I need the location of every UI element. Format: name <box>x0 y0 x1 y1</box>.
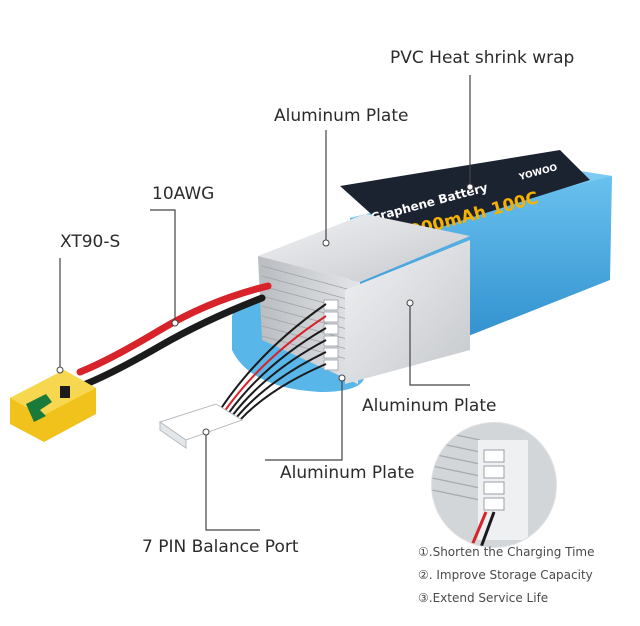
cell-layer-lines <box>261 265 359 363</box>
benefit-item: ①.Shorten the Charging Time <box>418 545 595 559</box>
leader-aluminum-bottom <box>265 378 343 461</box>
leader-aluminum-right <box>409 305 470 386</box>
callout-aluminum-plate-top: Aluminum Plate <box>274 106 409 126</box>
callout-aluminum-plate-right: Aluminum Plate <box>362 396 497 416</box>
leader-balance <box>205 432 260 531</box>
balance-plug <box>158 403 244 449</box>
callout-aluminum-plate-bottom: Aluminum Plate <box>280 463 415 483</box>
aluminum-plate-top <box>258 214 470 282</box>
balance-wires <box>219 303 327 421</box>
xt90-connector <box>10 370 96 442</box>
aluminum-plate-front <box>345 240 470 384</box>
callout-balance-port: 7 PIN Balance Port <box>142 537 299 557</box>
callout-pvc-wrap: PVC Heat shrink wrap <box>390 48 575 68</box>
leader-awg <box>150 209 176 320</box>
balance-tabs <box>323 299 339 371</box>
main-wire-black <box>82 294 266 388</box>
callout-10awg: 10AWG <box>152 184 215 204</box>
main-wire-red <box>76 282 272 376</box>
benefit-item: ③.Extend Service Life <box>418 591 549 605</box>
detail-magnifier <box>431 422 557 548</box>
callout-xt90s: XT90-S <box>60 232 121 252</box>
battery-label <box>340 150 590 240</box>
benefit-item: ②. Improve Storage Capacity <box>418 568 593 582</box>
